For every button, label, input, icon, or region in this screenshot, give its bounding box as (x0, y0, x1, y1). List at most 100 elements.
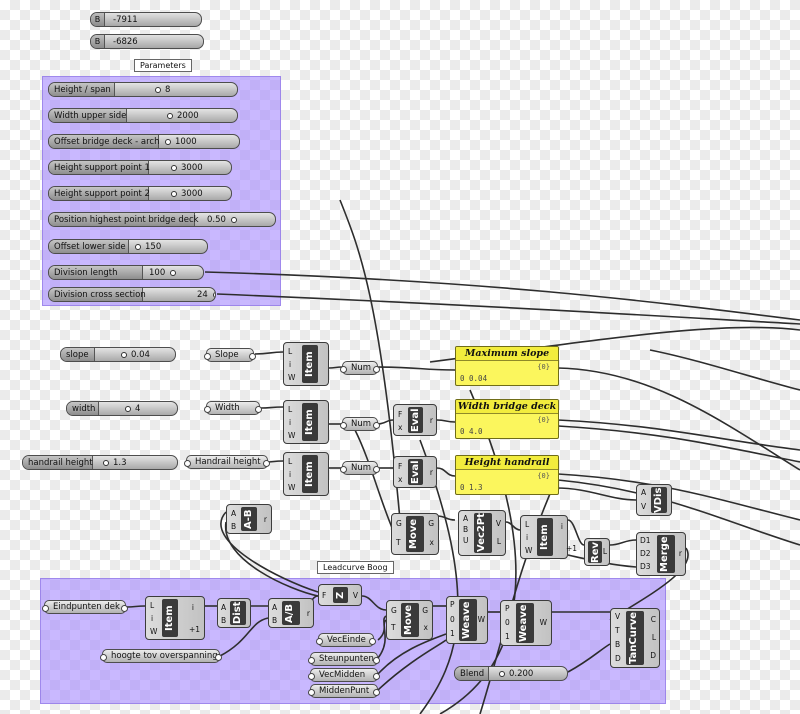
eindpunten-dek-param[interactable]: Eindpunten dek (42, 600, 128, 614)
port-p[interactable]: P (505, 604, 510, 613)
port-x[interactable]: x (429, 538, 434, 547)
leadcurve-group-title[interactable]: Leadcurve Boog (317, 561, 394, 574)
vector-display-component[interactable]: A V VDis (636, 484, 672, 516)
slider-height-span[interactable]: Height / span 8 (48, 82, 238, 97)
port-b[interactable]: B (463, 525, 469, 534)
port-0[interactable]: 0 (450, 615, 455, 624)
port-i[interactable]: i (289, 470, 292, 479)
port-d1[interactable]: D1 (640, 536, 651, 545)
slider-blend[interactable]: Blend 0.200 (454, 666, 568, 681)
port-b[interactable]: B (231, 522, 237, 531)
port-l[interactable]: L (288, 457, 293, 466)
port-g[interactable]: G (396, 519, 402, 528)
port-w[interactable]: W (539, 618, 547, 627)
slider-division-cross-section[interactable]: Division cross section 24 (48, 287, 216, 302)
port-a[interactable]: A (463, 514, 469, 523)
port-f[interactable]: F (398, 410, 403, 419)
port-d-out[interactable]: D (650, 651, 656, 660)
port-v[interactable]: V (641, 502, 647, 511)
port-u[interactable]: U (463, 536, 469, 545)
port-r[interactable]: r (263, 515, 267, 524)
move-component-1[interactable]: G T G x Move (391, 513, 439, 555)
port-l[interactable]: L (651, 633, 656, 642)
port-r[interactable]: r (429, 416, 433, 425)
port-i[interactable]: i (526, 533, 529, 542)
port-v[interactable]: V (352, 591, 358, 600)
port-d[interactable]: D (615, 654, 621, 663)
slider-width-upper-side[interactable]: Width upper side 2000 (48, 108, 238, 123)
port-a[interactable]: A (272, 603, 278, 612)
param-handrail-height[interactable]: Handrail height (184, 455, 270, 469)
port-b[interactable]: B (615, 640, 621, 649)
port-v[interactable]: V (495, 519, 501, 528)
port-plus1[interactable]: +1 (565, 544, 577, 553)
port-x[interactable]: x (423, 623, 428, 632)
port-w[interactable]: W (288, 483, 296, 492)
port-x[interactable]: x (398, 475, 403, 484)
list-item-component-5[interactable]: L i W i +1 Item (145, 596, 205, 640)
num-param-2[interactable]: Num (340, 417, 380, 431)
port-i-out[interactable]: i (560, 522, 563, 531)
eval-component-1[interactable]: F x r Eval (393, 404, 437, 436)
port-l[interactable]: L (288, 405, 293, 414)
distance-component[interactable]: A B Dist (217, 598, 251, 628)
slider-position-highest-point[interactable]: Position highest point bridge deck 0.50 (48, 212, 276, 227)
panel-maximum-slope[interactable]: Maximum slope {0} 0 0.04 (455, 346, 559, 386)
port-i[interactable]: i (289, 418, 292, 427)
port-l[interactable]: L (525, 520, 530, 529)
port-g-out[interactable]: G (428, 519, 434, 528)
list-item-component-1[interactable]: L i W Item (283, 342, 329, 386)
port-i[interactable]: i (151, 614, 154, 623)
port-1[interactable]: 1 (450, 629, 455, 638)
port-t[interactable]: T (391, 623, 396, 632)
port-g-out[interactable]: G (422, 606, 428, 615)
port-t[interactable]: T (396, 538, 401, 547)
port-l[interactable]: L (496, 537, 501, 546)
port-i-out[interactable]: i (191, 603, 194, 612)
slider-width[interactable]: width 4 (66, 401, 178, 416)
port-l[interactable]: L (602, 547, 607, 556)
number-param-b1[interactable]: B -7911 (90, 12, 202, 27)
list-item-component-3[interactable]: L i W Item (283, 452, 329, 496)
parameters-group-title[interactable]: Parameters (134, 59, 192, 72)
move-component-2[interactable]: G T G x Move (386, 600, 433, 640)
number-param-b2[interactable]: B -6826 (90, 34, 204, 49)
reverse-component[interactable]: L Rev (584, 538, 610, 566)
panel-width-bridge-deck[interactable]: Width bridge deck {0} 0 4.0 (455, 399, 559, 439)
vec2pt-component[interactable]: A B U V L Vec2Pt (458, 510, 506, 556)
port-i[interactable]: i (289, 360, 292, 369)
num-param-3[interactable]: Num (340, 461, 380, 475)
param-slope[interactable]: Slope (204, 348, 256, 362)
slider-height-support-2[interactable]: Height support point 2 3000 (48, 186, 232, 201)
port-d2[interactable]: D2 (640, 549, 651, 558)
port-r[interactable]: r (678, 549, 682, 558)
port-f[interactable]: F (398, 462, 403, 471)
slider-offset-lower-side[interactable]: Offset lower side 150 (48, 239, 208, 254)
slider-division-length[interactable]: Division length 100 (48, 265, 204, 280)
port-0[interactable]: 0 (505, 618, 510, 627)
port-w[interactable]: W (288, 431, 296, 440)
slider-height-support-1[interactable]: Height support point 1 3000 (48, 160, 232, 175)
midden-punt-param[interactable]: MiddenPunt (308, 684, 380, 698)
steunpunten-param[interactable]: Steunpunten (308, 652, 380, 666)
port-plus1[interactable]: +1 (188, 625, 200, 634)
slider-slope[interactable]: slope 0.04 (60, 347, 176, 362)
vec-einde-param[interactable]: VecEinde (316, 633, 376, 647)
port-w[interactable]: W (288, 373, 296, 382)
param-width[interactable]: Width (204, 401, 262, 415)
port-w[interactable]: W (525, 546, 533, 555)
port-r[interactable]: r (306, 609, 310, 618)
port-p[interactable]: P (450, 600, 455, 609)
tancurve-component[interactable]: V T B D C L D TanCurve (610, 608, 660, 668)
weave-component-2[interactable]: P 0 1 W Weave (500, 600, 552, 646)
port-r[interactable]: r (429, 468, 433, 477)
slider-handrail-height[interactable]: handrail height 1.3 (22, 455, 178, 470)
port-t[interactable]: T (615, 626, 620, 635)
port-l[interactable]: L (150, 601, 155, 610)
port-g[interactable]: G (391, 606, 397, 615)
panel-height-handrail[interactable]: Height handrail {0} 0 1.3 (455, 455, 559, 495)
list-item-component-4[interactable]: L i W i +1 Item (520, 515, 577, 559)
port-c[interactable]: C (650, 615, 656, 624)
list-item-component-2[interactable]: L i W Item (283, 400, 329, 444)
